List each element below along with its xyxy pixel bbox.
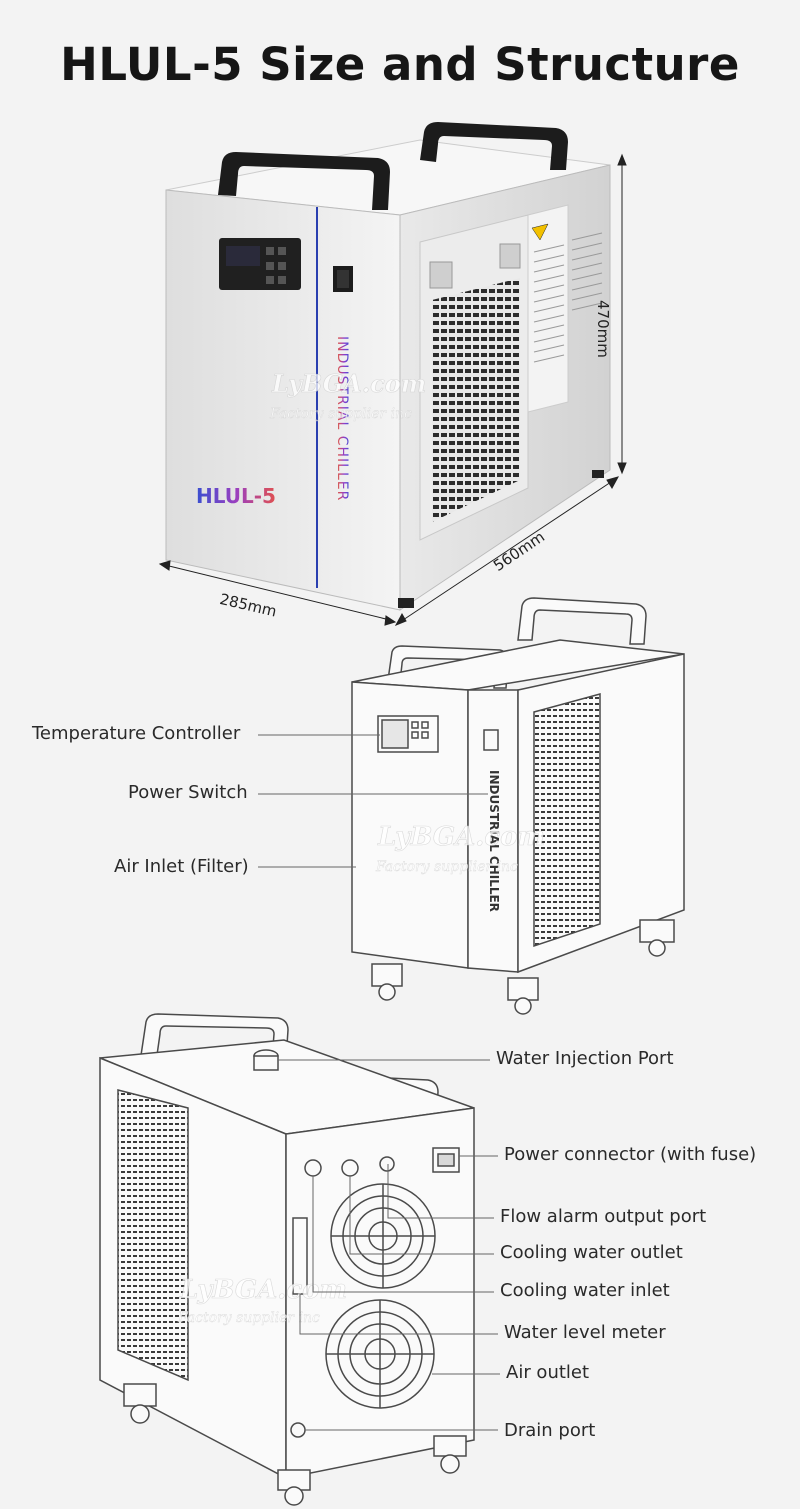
label-air-inlet: Air Inlet (Filter) — [114, 856, 249, 877]
label-cooling-water-outlet: Cooling water outlet — [500, 1242, 683, 1263]
front-side-text: INDUSTRIAL CHILLER — [487, 770, 501, 912]
front-leader-lines — [258, 734, 488, 868]
side-brand-text: INDUSTRIAL CHILLER — [334, 336, 350, 501]
label-power-switch: Power Switch — [128, 782, 248, 803]
front-watermark: LyBGA.com — [377, 822, 545, 852]
front-view-drawing — [351, 597, 685, 1015]
rear-watermark-sub: Factory supplier inc — [177, 1310, 320, 1326]
chiller-photo: INDUSTRIAL CHILLER HLUL-5 LyBGA.com Fact… — [165, 122, 611, 611]
model-label: HLUL-5 — [196, 484, 276, 508]
front-watermark-sub: Factory supplier inc — [375, 859, 518, 875]
label-temperature-controller: Temperature Controller — [32, 723, 241, 744]
label-air-outlet: Air outlet — [506, 1362, 590, 1383]
watermark-subtext: Factory supplier inc — [269, 406, 412, 422]
watermark-text: LyBGA.com — [271, 369, 426, 398]
rear-watermark: LyBGA.com — [179, 1275, 347, 1305]
label-drain-port: Drain port — [504, 1420, 596, 1441]
label-cooling-water-inlet: Cooling water inlet — [500, 1280, 670, 1301]
label-water-level-meter: Water level meter — [504, 1322, 666, 1343]
height-dimension: 470mm — [594, 300, 612, 358]
rear-leader-lines — [278, 1059, 500, 1431]
rear-view-drawing — [99, 1013, 475, 1506]
label-flow-alarm-output-port: Flow alarm output port — [500, 1206, 707, 1227]
label-water-injection-port: Water Injection Port — [496, 1048, 674, 1069]
page-title: HLUL-5 Size and Structure — [60, 38, 740, 91]
dimension-lines — [158, 153, 627, 626]
label-power-connector: Power connector (with fuse) — [504, 1144, 757, 1165]
